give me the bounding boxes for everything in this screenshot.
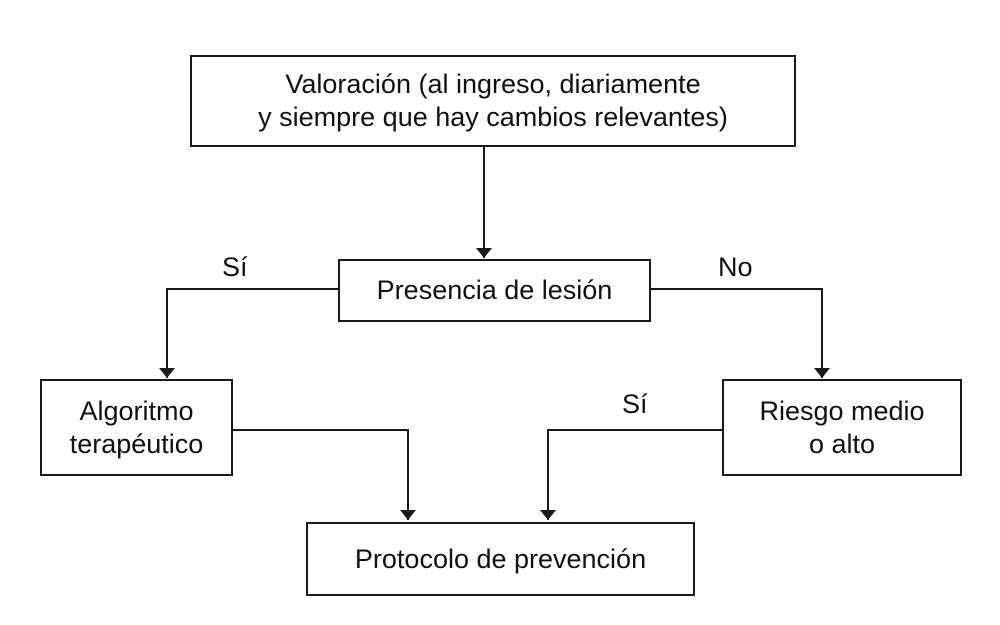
riesgo-line1: Riesgo medio (759, 395, 925, 426)
algoritmo-line1: Algoritmo (79, 395, 194, 426)
presencia-box: Presencia de lesión (338, 259, 651, 322)
arrow-riesgo-to-protocolo (540, 429, 722, 520)
riesgo-box: Riesgo medio o alto (722, 379, 962, 476)
algoritmo-box: Algoritmo terapéutico (40, 379, 233, 476)
valoracion-line1: Valoración (al ingreso, diariamente (285, 69, 701, 99)
valoracion-box: Valoración (al ingreso, diariamente y si… (190, 55, 796, 147)
protocolo-text: Protocolo de prevención (354, 543, 647, 574)
algoritmo-line2: terapéutico (69, 428, 204, 459)
edge-label-riesgo-si: Sí (622, 389, 648, 419)
arrow-presencia-to-riesgo (651, 288, 830, 378)
protocolo-box: Protocolo de prevención (306, 522, 695, 596)
edge-label-presencia-si: Sí (222, 252, 248, 282)
arrow-algoritmo-to-protocolo (233, 429, 416, 520)
riesgo-line2: o alto (808, 428, 876, 459)
arrow-presencia-to-algoritmo (159, 288, 338, 378)
presencia-text: Presencia de lesión (376, 275, 613, 305)
edge-label-presencia-no: No (718, 252, 753, 282)
valoracion-line2: y siempre que hay cambios relevantes) (258, 102, 728, 132)
